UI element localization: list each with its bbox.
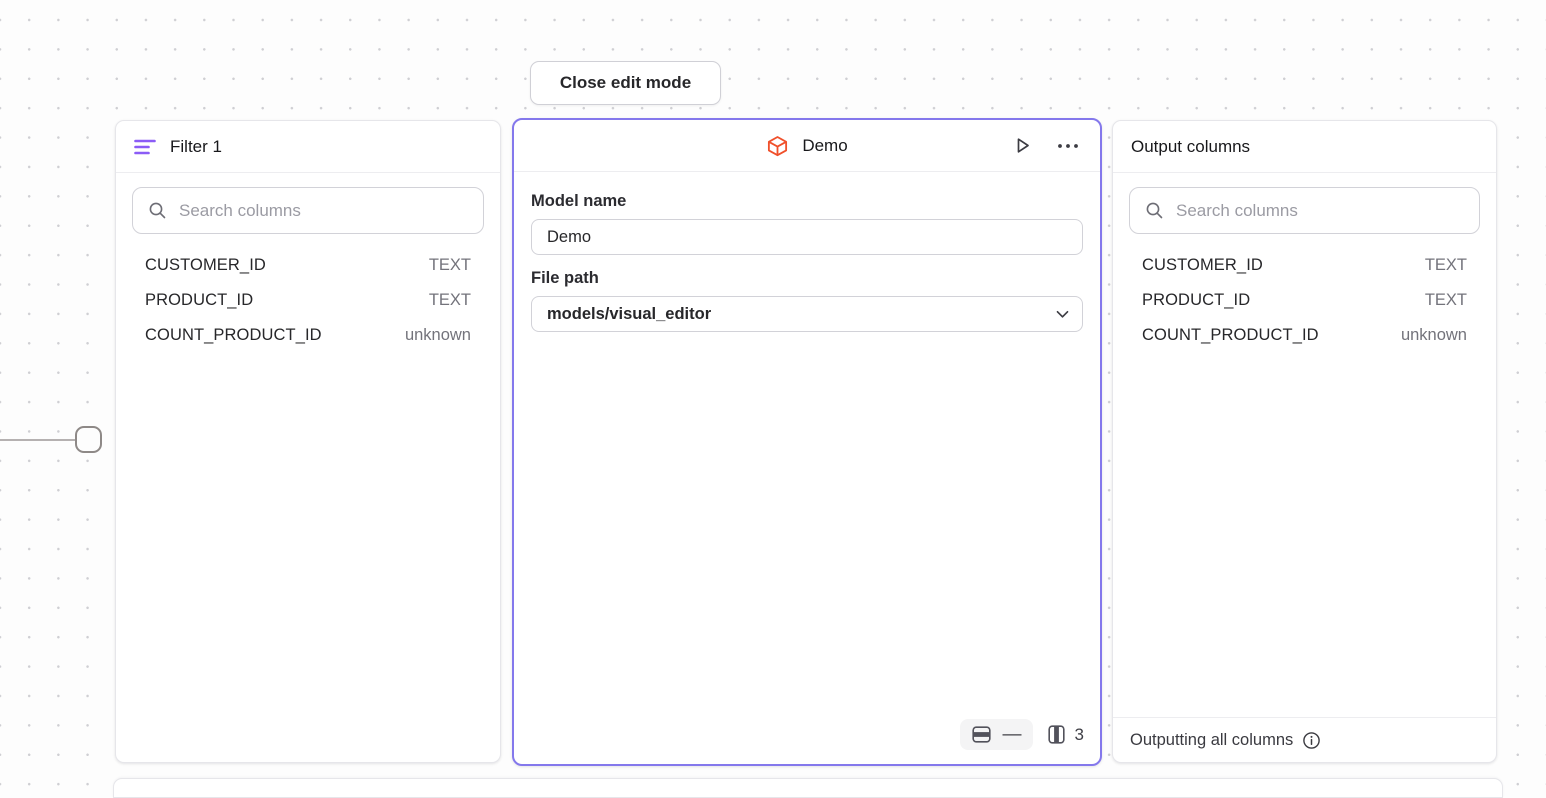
column-row[interactable]: CUSTOMER_ID TEXT (132, 248, 484, 283)
file-path-label: File path (531, 269, 599, 287)
column-row[interactable]: COUNT_PRODUCT_ID unknown (1129, 318, 1480, 353)
row-count-value: — (1002, 723, 1022, 745)
output-search-input[interactable] (1176, 200, 1464, 221)
column-name: PRODUCT_ID (145, 291, 254, 309)
run-model-button[interactable] (1008, 132, 1036, 160)
column-count-value: 3 (1074, 724, 1084, 744)
play-icon (1012, 135, 1033, 156)
model-stats-footer: — 3 (514, 707, 1100, 764)
column-type: TEXT (428, 256, 471, 274)
close-edit-mode-button[interactable]: Close edit mode (530, 61, 721, 105)
file-path-select[interactable]: models/visual_editor (531, 296, 1083, 332)
column-row[interactable]: CUSTOMER_ID TEXT (1129, 248, 1480, 283)
cube-icon (766, 134, 789, 158)
column-name: CUSTOMER_ID (145, 256, 266, 274)
column-name: PRODUCT_ID (1142, 291, 1251, 309)
filter-search-input[interactable] (179, 200, 468, 221)
info-icon[interactable] (1302, 731, 1321, 750)
ellipsis-icon (1057, 143, 1079, 149)
search-icon (148, 201, 167, 220)
search-icon (1145, 201, 1164, 220)
filter-column-list: CUSTOMER_ID TEXT PRODUCT_ID TEXT COUNT_P… (116, 244, 500, 357)
column-name: COUNT_PRODUCT_ID (1142, 326, 1319, 344)
column-type: unknown (1400, 326, 1467, 344)
column-type: TEXT (1424, 256, 1467, 274)
connection-handle[interactable] (75, 426, 102, 453)
output-search-box[interactable] (1129, 187, 1480, 234)
table-columns-icon (1047, 724, 1066, 745)
filter-lines-icon (134, 138, 156, 156)
filter-node-panel[interactable]: Filter 1 CUSTOMER_ID TEXT PRODUCT_ID TEX… (115, 120, 501, 763)
row-count-stat[interactable]: — (959, 719, 1033, 750)
model-node-panel-selected[interactable]: Demo Mod (512, 118, 1102, 766)
output-footer-text: Outputting all columns (1130, 730, 1294, 749)
output-panel-title: Output columns (1131, 136, 1251, 156)
column-type: TEXT (1424, 291, 1467, 309)
model-name-input[interactable] (531, 219, 1083, 255)
filter-panel-header: Filter 1 (116, 121, 500, 173)
file-path-value: models/visual_editor (547, 304, 712, 323)
column-name: COUNT_PRODUCT_ID (145, 326, 322, 344)
column-row[interactable]: COUNT_PRODUCT_ID unknown (132, 318, 484, 353)
model-name-label: Model name (531, 192, 627, 210)
model-panel-header: Demo (514, 120, 1100, 172)
model-panel-title: Demo (802, 135, 848, 155)
output-columns-panel: Output columns CUSTOMER_ID TEXT PRODUCT_… (1112, 120, 1497, 763)
column-row[interactable]: PRODUCT_ID TEXT (1129, 283, 1480, 318)
column-type: unknown (404, 326, 471, 344)
output-panel-header: Output columns (1113, 121, 1496, 173)
column-row[interactable]: PRODUCT_ID TEXT (132, 283, 484, 318)
chevron-down-icon (1056, 310, 1069, 319)
column-name: CUSTOMER_ID (1142, 256, 1263, 274)
table-rows-icon (971, 725, 992, 744)
edge-connection-line (0, 439, 77, 441)
more-options-button[interactable] (1054, 132, 1082, 160)
bottom-panel-edge[interactable] (113, 778, 1503, 798)
output-column-list: CUSTOMER_ID TEXT PRODUCT_ID TEXT COUNT_P… (1113, 244, 1496, 357)
filter-panel-title: Filter 1 (170, 136, 222, 156)
filter-search-box[interactable] (132, 187, 484, 234)
column-count-stat[interactable]: 3 (1047, 724, 1084, 745)
output-footer: Outputting all columns (1113, 717, 1496, 762)
column-type: TEXT (428, 291, 471, 309)
